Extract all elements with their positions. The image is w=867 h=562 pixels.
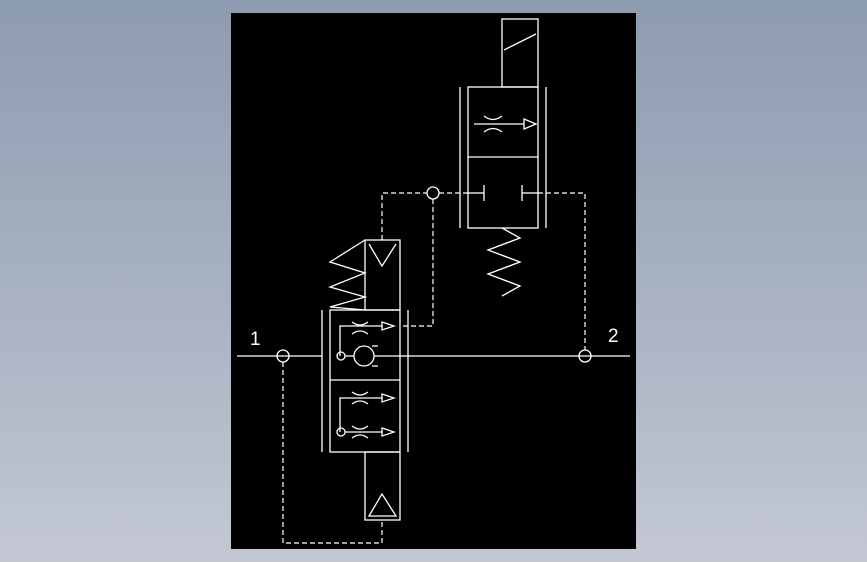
main-upper-actuator [327, 239, 401, 311]
port-label-1: 1 [250, 329, 261, 350]
pilot-valve [459, 18, 547, 297]
port-label-2: 2 [608, 326, 619, 347]
main-lower-actuator [364, 451, 401, 521]
main-valve-body [321, 309, 409, 453]
solenoid-actuator [501, 18, 539, 88]
main-spring [327, 239, 368, 311]
pilot-lines [282, 186, 586, 544]
pilot-valve-body [459, 86, 547, 229]
pilot-junction [426, 186, 440, 200]
main-flow-line [237, 349, 630, 363]
pilot-spring [486, 227, 522, 297]
main-valve [321, 239, 409, 521]
